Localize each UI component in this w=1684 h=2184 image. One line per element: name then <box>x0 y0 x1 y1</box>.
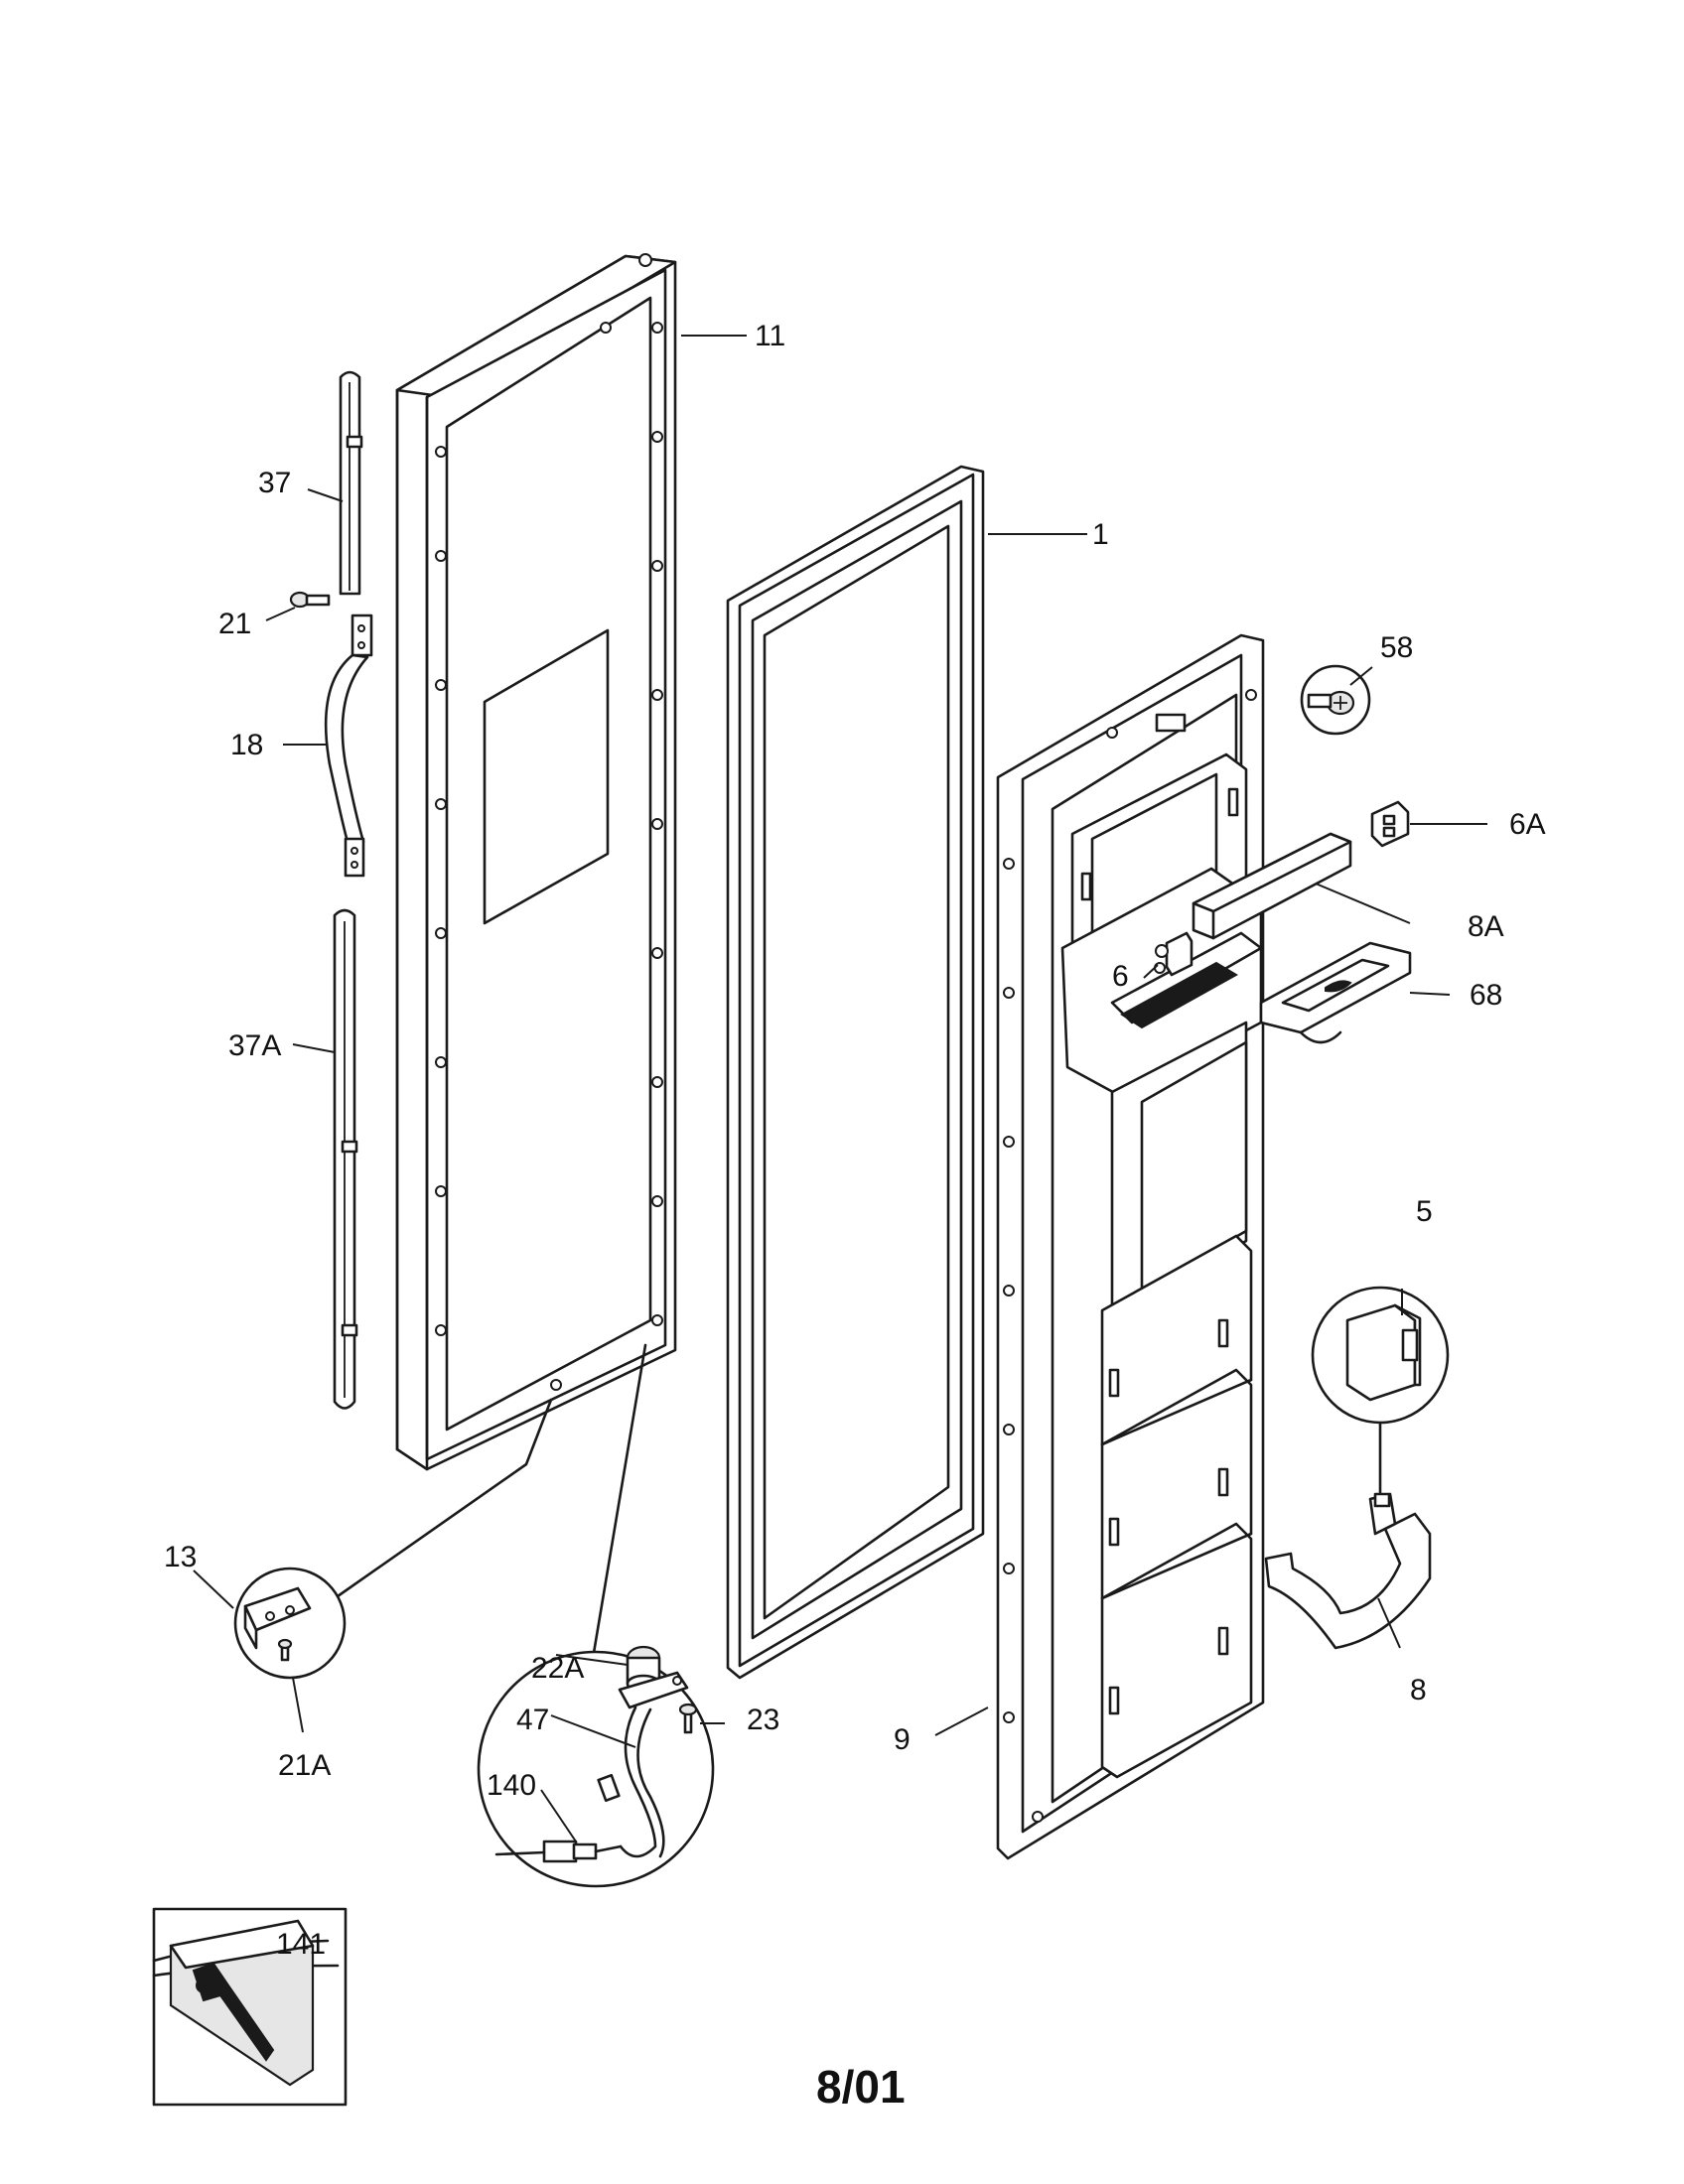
label-23: 23 <box>747 1704 779 1736</box>
upper-handle-trim <box>339 370 363 596</box>
outer-door-panel <box>395 253 677 1471</box>
label-68: 68 <box>1470 979 1502 1012</box>
switch-wiring-detail-circle <box>477 1645 715 1888</box>
label-140: 140 <box>487 1769 536 1802</box>
panel-screw-holes <box>435 322 663 1391</box>
label-47: 47 <box>516 1704 549 1736</box>
label-6: 6 <box>1112 960 1129 993</box>
label-22a: 22A <box>531 1652 584 1685</box>
label-8a: 8A <box>1468 910 1504 943</box>
label-11: 11 <box>755 320 785 352</box>
label-21: 21 <box>218 608 251 640</box>
label-18: 18 <box>230 729 263 761</box>
door-liner <box>996 633 1265 1860</box>
lower-handle-trim <box>333 908 358 1410</box>
label-58: 58 <box>1380 631 1413 664</box>
label-5: 5 <box>1416 1195 1433 1228</box>
label-37a: 37A <box>228 1029 281 1062</box>
hinge-detail-circle <box>233 1567 347 1680</box>
lamp-cover-68 <box>1259 941 1412 1044</box>
label-37: 37 <box>258 467 291 499</box>
screw-21 <box>289 591 331 609</box>
revision-date: 8/01 <box>816 2061 906 2113</box>
label-9: 9 <box>894 1723 911 1756</box>
door-gasket <box>726 465 985 1680</box>
inset-box-141 <box>152 1907 348 2107</box>
screw-58-detail <box>1300 664 1371 736</box>
rail-8a <box>1192 832 1352 940</box>
part-labels: 11 37 21 18 37A 13 21A 1 58 6A 8A 6 68 5… <box>164 320 1546 1961</box>
label-8: 8 <box>1410 1674 1427 1706</box>
screw-6 <box>1154 931 1193 977</box>
liner-screw-holes <box>1003 689 1257 1823</box>
leader-lines <box>193 335 1487 1843</box>
handle-8 <box>1264 1492 1432 1650</box>
label-21a: 21A <box>278 1749 331 1782</box>
shelf-slots <box>1080 787 1239 1715</box>
label-1: 1 <box>1092 518 1109 551</box>
clip-6a <box>1370 800 1410 848</box>
label-13: 13 <box>164 1541 197 1573</box>
label-141: 141 <box>276 1928 326 1961</box>
label-6a: 6A <box>1509 808 1546 841</box>
handle-18 <box>324 614 373 878</box>
cap-5-detail <box>1311 1286 1450 1496</box>
